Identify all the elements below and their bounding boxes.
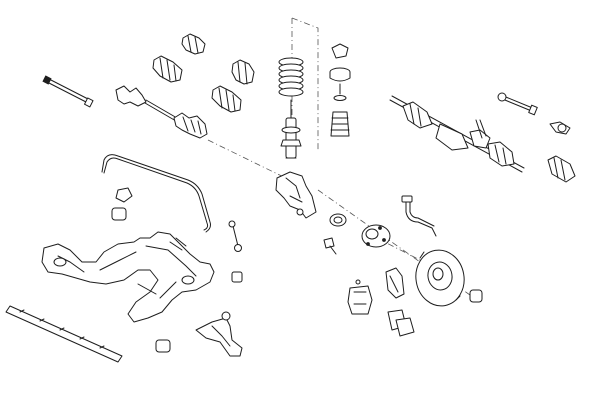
bushing-icon[interactable] [231,271,243,283]
sensor-icon[interactable] [401,195,437,237]
cv-boot-icon[interactable] [181,33,206,55]
strip-icon[interactable] [5,305,123,363]
bushing-icon[interactable] [111,207,127,221]
bump-stop-icon[interactable] [330,95,350,137]
bolt-icon[interactable] [323,237,337,255]
knuckle-icon[interactable] [275,171,317,219]
bushing-icon[interactable] [469,289,483,303]
pads-icon[interactable] [387,309,415,337]
damper-icon[interactable] [280,99,302,159]
shield-icon[interactable] [385,267,405,299]
bushing-icon[interactable] [155,339,171,353]
link-icon[interactable] [228,220,242,252]
bushing-icon[interactable] [115,187,133,203]
spring-icon[interactable] [278,57,304,97]
caliper-icon[interactable] [347,279,373,315]
cv-boot-icon[interactable] [211,85,242,113]
subframe-icon[interactable] [41,231,215,323]
driveshaft-icon[interactable] [115,85,208,139]
hub-icon[interactable] [361,224,391,248]
bearing-icon[interactable] [329,213,347,227]
stabilizer-icon[interactable] [101,154,211,233]
control-arm-icon[interactable] [195,311,243,357]
mount-icon[interactable] [329,43,351,95]
cv-boot-icon[interactable] [231,59,255,85]
tie-rod-icon[interactable] [497,92,538,116]
steering-rack-icon[interactable] [389,95,525,173]
disc-icon[interactable] [412,246,469,309]
ball-joint-icon[interactable] [549,121,571,135]
boot-icon[interactable] [547,155,576,183]
cv-boot-icon[interactable] [152,55,183,83]
tie-rod-icon[interactable] [42,75,94,108]
